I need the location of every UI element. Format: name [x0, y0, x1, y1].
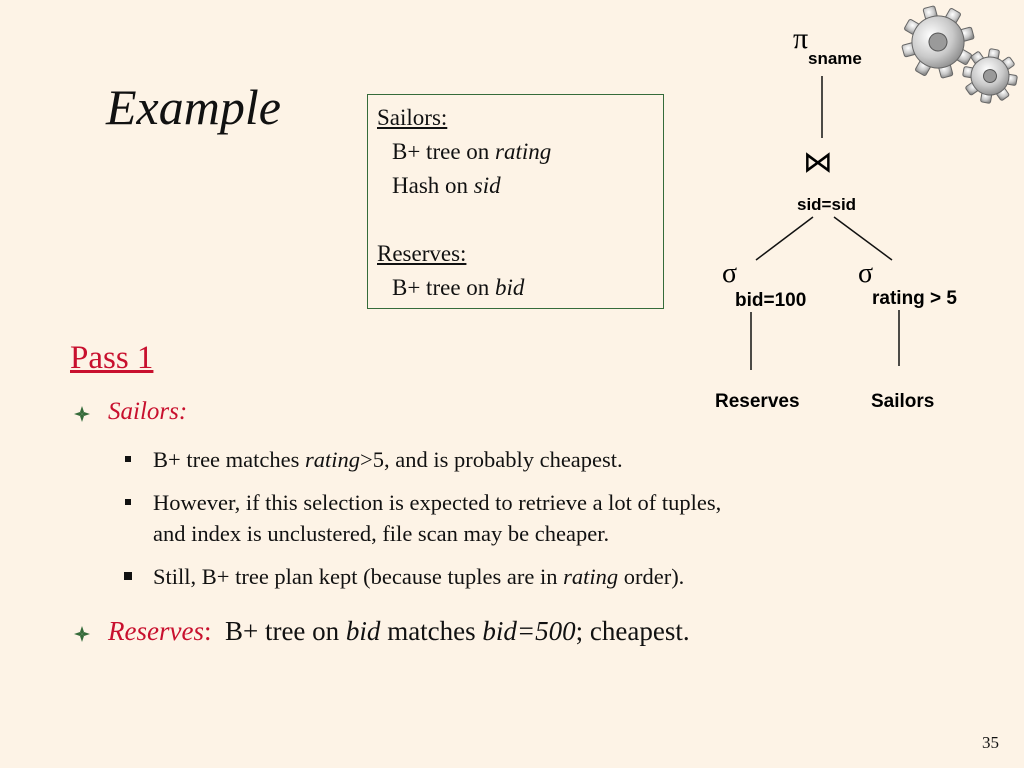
sub-bullet-2-line-2: and index is unclustered, file scan may …	[153, 521, 610, 546]
right-select-condition: rating > 5	[872, 288, 957, 309]
reserves-label: Reserves	[108, 616, 204, 646]
sailors-index-2-text: Hash on	[392, 173, 474, 198]
query-plan-tree: π sname ⋈ sid=sid σ bid=100 σ rating > 5…	[715, 22, 957, 412]
sub-bullet-1: B+ tree matches rating>5, and is probabl…	[125, 444, 925, 475]
slide-title: Example	[106, 79, 281, 135]
square-bullet-icon	[125, 456, 131, 462]
reserves-colon: :	[203, 616, 212, 646]
reserves-text-1: B+ tree on	[211, 616, 346, 646]
sub1-suffix: , and is probably cheapest.	[383, 447, 623, 472]
sub-bullet-2: However, if this selection is expected t…	[125, 487, 925, 549]
left-select-symbol: σ	[722, 258, 737, 289]
join-symbol: ⋈	[803, 145, 833, 180]
right-relation: Sailors	[871, 391, 934, 412]
sailors-index-1-attr: rating	[495, 139, 552, 164]
tree-edge	[833, 216, 893, 261]
tree-edge	[755, 216, 814, 261]
square-bullet-icon	[125, 499, 131, 505]
sub3-prefix: Still, B+ tree plan kept (because tuples…	[153, 564, 564, 589]
sailors-colon: :	[178, 398, 188, 425]
page-number: 35	[982, 733, 999, 752]
projection-attr: sname	[808, 49, 862, 68]
sub1-attr: rating	[305, 447, 361, 472]
box-spacer	[377, 203, 663, 237]
reserves-attr-2: bid=500	[482, 616, 576, 646]
sub3-suffix: order).	[618, 564, 685, 589]
reserves-index-1-text: B+ tree on	[392, 275, 496, 300]
left-select-condition: bid=100	[735, 290, 806, 311]
large-gear	[901, 5, 975, 79]
square-bullet-icon	[124, 572, 132, 580]
diamond-bullet-icon	[74, 406, 90, 422]
reserves-header: Reserves:	[377, 241, 467, 266]
join-condition: sid=sid	[797, 195, 856, 214]
sailors-index-2-attr: sid	[473, 173, 501, 198]
index-info-box: Sailors: B+ tree on rating Hash on sid R…	[367, 94, 664, 309]
projection-symbol: π	[793, 22, 808, 55]
gears-icon	[901, 5, 1018, 104]
sub-bullet-3: Still, B+ tree plan kept (because tuples…	[124, 561, 925, 592]
sailors-label: Sailors	[108, 398, 179, 425]
reserves-text-3: ; cheapest.	[575, 616, 690, 646]
sub1-prefix: B+ tree matches	[153, 447, 306, 472]
sailors-index-1-text: B+ tree on	[392, 139, 496, 164]
sub-bullet-1-text: B+ tree matches rating>5, and is probabl…	[153, 444, 925, 475]
sailors-header: Sailors:	[377, 105, 448, 130]
reserves-attr-1: bid	[345, 616, 381, 646]
sub-bullet-3-text: Still, B+ tree plan kept (because tuples…	[153, 561, 925, 592]
sailors-index-2: Hash on sid	[377, 169, 663, 203]
sub3-attr: rating	[563, 564, 619, 589]
sub-bullet-2-line-1: However, if this selection is expected t…	[153, 490, 722, 515]
sailors-bullet-text: Sailors:	[108, 398, 187, 426]
right-select-symbol: σ	[858, 258, 873, 289]
small-gear	[962, 48, 1018, 104]
reserves-text-2: matches	[380, 616, 483, 646]
sailors-index-1: B+ tree on rating	[377, 135, 663, 169]
reserves-index-1-attr: bid	[495, 275, 525, 300]
diamond-bullet-icon	[74, 626, 90, 642]
sub1-cond: >5	[360, 447, 384, 472]
left-relation: Reserves	[715, 391, 800, 412]
reserves-bullet-text: Reserves: B+ tree on bid matches bid=500…	[108, 616, 690, 647]
pass-1-heading: Pass 1	[70, 340, 154, 376]
reserves-index-1: B+ tree on bid	[377, 271, 663, 305]
